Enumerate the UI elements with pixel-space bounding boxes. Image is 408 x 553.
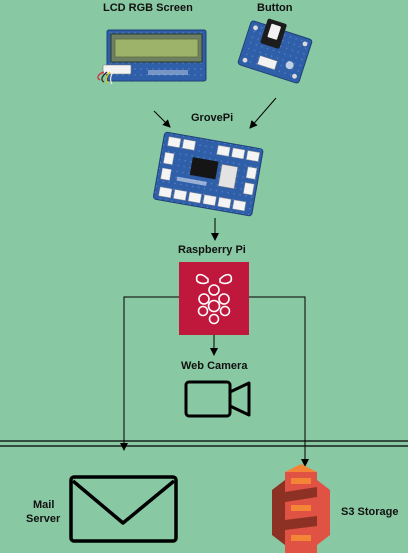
arrow-button-to-grovepi [249, 97, 277, 129]
mail-server-label-line1: Mail [33, 499, 55, 511]
s3-storage-label: S3 Storage [341, 506, 399, 518]
raspberry-pi-label: Raspberry Pi [178, 244, 246, 256]
raspberry-pi-logo-icon [195, 273, 233, 325]
mail-server-label-line2: Server [26, 513, 61, 525]
envelope-icon [69, 475, 178, 543]
web-camera-label: Web Camera [181, 360, 248, 372]
button-module [237, 18, 313, 84]
connector-raspberry-pi-to-s3 [249, 296, 309, 467]
section-divider [0, 440, 408, 447]
connector-raspberry-pi-to-mail-server [120, 296, 179, 451]
raspberry-pi-tile [179, 262, 249, 335]
aws-s3-bucket-icon [272, 464, 330, 553]
button-label: Button [257, 2, 293, 14]
video-camera-icon [184, 380, 251, 418]
lcd-screen-module [97, 29, 207, 85]
arrow-lcd-to-grovepi [153, 110, 171, 128]
grovepi-label: GrovePi [191, 112, 234, 124]
grovepi-board [153, 131, 264, 217]
lcd-screen-label: LCD RGB Screen [103, 2, 193, 14]
